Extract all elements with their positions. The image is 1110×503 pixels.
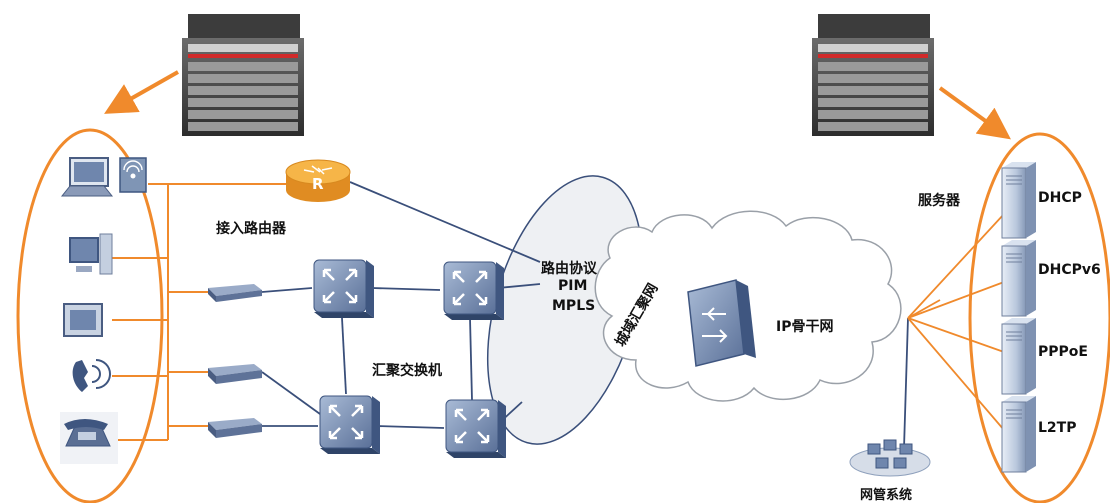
pim-label: PIM — [558, 278, 588, 294]
nms-label: 网管系统 — [860, 488, 913, 503]
switch-group — [313, 259, 506, 458]
dslam-icon-2 — [208, 418, 262, 438]
desktop-pc-icon — [69, 233, 113, 275]
aggregation-switch-icon — [319, 395, 380, 454]
arrow-right — [938, 86, 1011, 140]
terminal-group-ellipse — [16, 128, 164, 503]
aggregation-switch-label: 汇聚交换机 — [372, 363, 442, 379]
modem-icon — [208, 284, 262, 302]
server-dhcpv6-icon — [1001, 240, 1036, 317]
wireless-ap-icon — [119, 157, 147, 193]
access-router-icon — [285, 159, 351, 202]
laptop-icon — [60, 157, 114, 197]
dslam-icon — [208, 364, 262, 384]
server-label-pppoe: PPPoE — [1038, 344, 1088, 360]
server-pppoe-icon — [1001, 318, 1036, 395]
router-chassis-left-icon — [182, 14, 304, 136]
mpls-label: MPLS — [552, 298, 596, 314]
router-letter: R — [312, 175, 324, 193]
metro-aggregation-router-icon — [687, 279, 756, 367]
server-label-dhcp: DHCP — [1038, 190, 1082, 206]
network-management-icon — [849, 439, 931, 477]
server-label-l2tp: L2TP — [1038, 420, 1077, 436]
ip-phone-icon — [72, 359, 111, 392]
server-label-dhcpv6: DHCPv6 — [1038, 262, 1101, 278]
server-group — [1001, 162, 1036, 473]
aggregation-switch-icon — [443, 261, 504, 320]
arrow-left — [104, 70, 179, 114]
routing-protocol-label: 路由协议 — [541, 261, 597, 277]
access-router-label: 接入路由器 — [216, 221, 286, 237]
ip-backbone-label: IP骨干网 — [776, 319, 834, 335]
aggregation-switch-icon — [445, 399, 506, 458]
server-dhcp-icon — [1001, 162, 1036, 239]
aggregation-switch-icon — [313, 259, 374, 318]
server-group-ellipse — [968, 132, 1110, 503]
router-chassis-right-icon — [812, 14, 934, 136]
telephone-icon — [60, 412, 118, 464]
server-fanout-lines — [907, 213, 1005, 431]
servers-label: 服务器 — [918, 193, 960, 209]
access-bus-lines — [112, 183, 288, 441]
monitor-icon — [63, 303, 103, 337]
server-l2tp-icon — [1001, 396, 1036, 473]
network-links — [261, 181, 909, 449]
